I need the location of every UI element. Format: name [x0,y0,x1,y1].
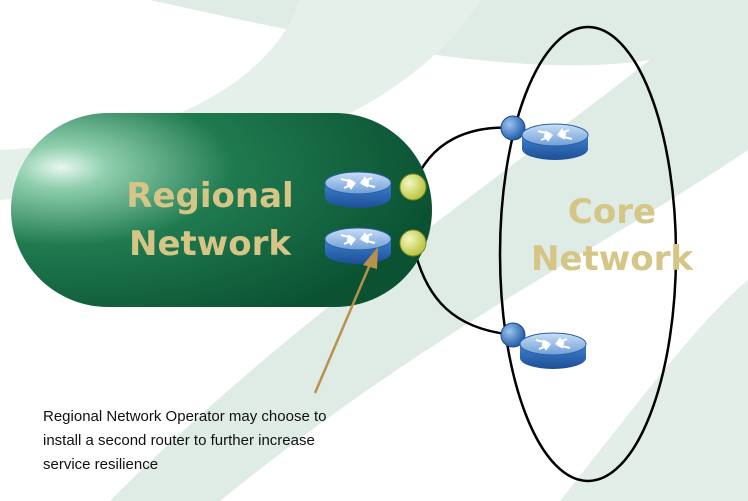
connector-icon [500,322,526,348]
router-icon [519,332,587,370]
router-icon [324,171,392,209]
router-icon [324,227,392,265]
connector-icon [500,115,526,141]
regional-label-line2: Network [129,224,292,264]
core-ring [498,25,678,483]
interface-node-icon [399,229,427,257]
interface-node-icon [399,173,427,201]
core-label-line1: Core [568,192,656,232]
caption-text: Regional Network Operator may choose to … [43,408,327,473]
core-label-line2: Network [531,239,694,279]
lower-uplink [411,242,516,337]
regional-network-shape [11,113,432,307]
network-links [411,25,678,483]
callout-arrow [313,247,378,394]
router-icon [521,123,589,161]
regional-label-line1: Regional [126,176,293,216]
